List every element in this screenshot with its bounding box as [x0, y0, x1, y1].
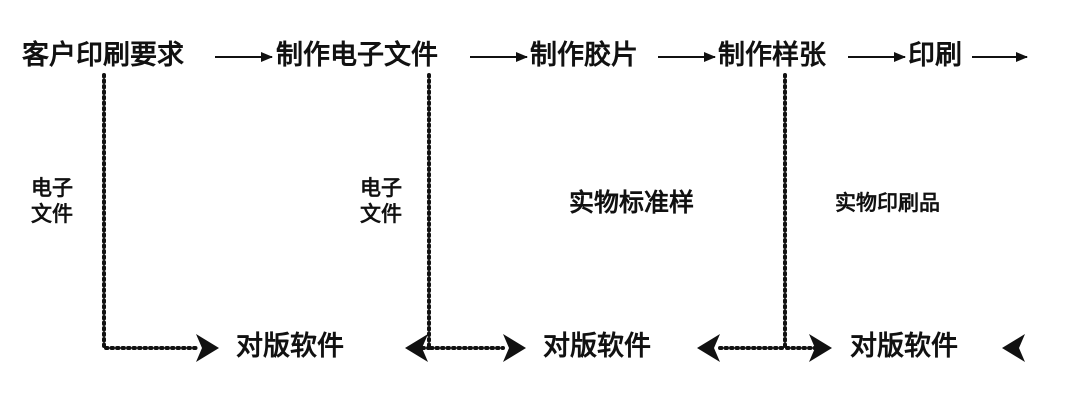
step-make-electronic-file: 制作电子文件: [276, 40, 438, 71]
reference-physical-standard-sample: 实物标准样: [569, 188, 695, 217]
arrowhead-to-software-3: [809, 334, 832, 362]
step-make-film: 制作胶片: [530, 40, 638, 71]
step-make-proof: 制作样张: [718, 40, 826, 71]
dotted-connector-2: [427, 73, 505, 350]
reference-physical-printed-product: 实物印刷品: [835, 191, 940, 215]
reference-electronic-file-2: 电子文件: [360, 176, 402, 227]
arrowhead-to-software-1: [196, 334, 219, 362]
arrowhead-to-software-2: [503, 334, 526, 362]
proofing-software-3: 对版软件: [850, 331, 958, 362]
arrowhead-from-software-1: [405, 334, 428, 362]
dotted-connector-3: [783, 73, 817, 350]
arrowhead-from-software-3: [1002, 334, 1025, 362]
proofing-software-1: 对版软件: [236, 331, 344, 362]
step-customer-requirements: 客户印刷要求: [22, 40, 184, 71]
dotted-connector-1: [102, 73, 198, 350]
reference-electronic-file-1: 电子文件: [31, 176, 73, 227]
arrowhead-from-software-2: [697, 334, 720, 362]
proofing-software-2: 对版软件: [543, 331, 651, 362]
step-printing: 印刷: [908, 40, 962, 71]
